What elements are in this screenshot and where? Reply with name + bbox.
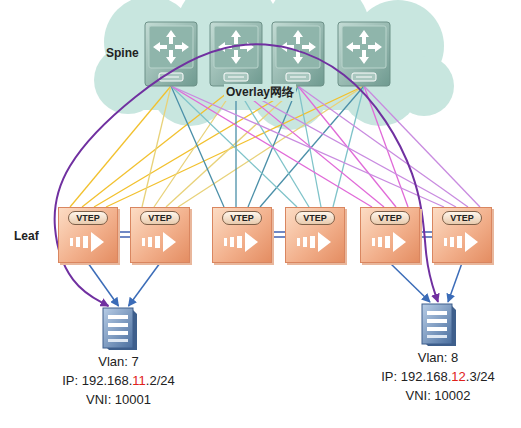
server: Vlan: 8IP: 192.168.12.3/24VNI: 10002 bbox=[377, 302, 499, 405]
leaf-switch: VTEP bbox=[58, 207, 118, 263]
connector bbox=[448, 263, 462, 302]
connector bbox=[88, 263, 119, 306]
spine-leaf-link bbox=[106, 86, 364, 207]
spine-leaf-link bbox=[364, 86, 480, 207]
text-part: IP: 192.168. bbox=[381, 369, 451, 384]
region-label: Leaf bbox=[12, 229, 41, 243]
text-part: IP: 192.168. bbox=[62, 373, 132, 388]
leaf-switch: VTEP bbox=[360, 207, 420, 263]
switch-symbol bbox=[368, 228, 412, 256]
server-icon bbox=[99, 306, 139, 352]
server-info: Vlan: 8 bbox=[377, 348, 499, 367]
vtep-label: VTEP bbox=[442, 211, 482, 225]
vtep-label: VTEP bbox=[222, 211, 262, 225]
spine-leaf-links bbox=[70, 86, 480, 207]
text-part: 11 bbox=[132, 373, 146, 388]
server-info: VNI: 10002 bbox=[377, 386, 499, 405]
connector bbox=[55, 44, 438, 306]
spine-leaf-link bbox=[333, 86, 364, 207]
server-icon bbox=[418, 302, 458, 348]
spine-leaf-link bbox=[235, 86, 236, 207]
overlay-cloud bbox=[94, 0, 454, 130]
spine-leaf-link bbox=[171, 86, 297, 207]
vtep-label: VTEP bbox=[370, 211, 410, 225]
switch-symbol bbox=[293, 228, 337, 256]
leaf-switch: VTEP bbox=[285, 207, 345, 263]
connector bbox=[390, 263, 430, 302]
server: Vlan: 7IP: 192.168.11.2/24VNI: 10001 bbox=[58, 306, 179, 409]
server-info: IP: 192.168.11.2/24 bbox=[58, 371, 179, 390]
switch-symbol bbox=[220, 228, 264, 256]
switch-symbol bbox=[138, 228, 182, 256]
spine-leaf-link bbox=[171, 86, 444, 207]
vtep-label: VTEP bbox=[295, 211, 335, 225]
text-part: 12 bbox=[451, 369, 465, 384]
switch-symbol bbox=[440, 228, 484, 256]
text-part: .2/24 bbox=[146, 373, 175, 388]
server-info: Vlan: 7 bbox=[58, 352, 179, 371]
region-label: Overlay网络 bbox=[224, 84, 296, 101]
vtep-label: VTEP bbox=[68, 211, 108, 225]
leaf-switch: VTEP bbox=[432, 207, 492, 263]
spine-switches bbox=[145, 22, 390, 86]
spine-leaf-link bbox=[298, 86, 468, 207]
spine-leaf-link bbox=[236, 86, 384, 207]
region-label: Spine bbox=[104, 46, 141, 60]
vtep-label: VTEP bbox=[140, 211, 180, 225]
spine-leaf-link bbox=[171, 86, 224, 207]
spine-leaf-link bbox=[94, 86, 298, 207]
text-part: .3/24 bbox=[466, 369, 495, 384]
connector bbox=[129, 263, 161, 306]
spine-leaf-link bbox=[171, 86, 372, 207]
server-info: VNI: 10001 bbox=[58, 390, 179, 409]
server-info: IP: 192.168.12.3/24 bbox=[377, 367, 499, 386]
spine-leaf-link bbox=[154, 86, 236, 207]
switch-symbol bbox=[66, 228, 110, 256]
spine-leaf-link bbox=[166, 86, 298, 207]
leaf-switch: VTEP bbox=[212, 207, 272, 263]
spine-leaf-link bbox=[236, 86, 456, 207]
leaf-switch: VTEP bbox=[130, 207, 190, 263]
